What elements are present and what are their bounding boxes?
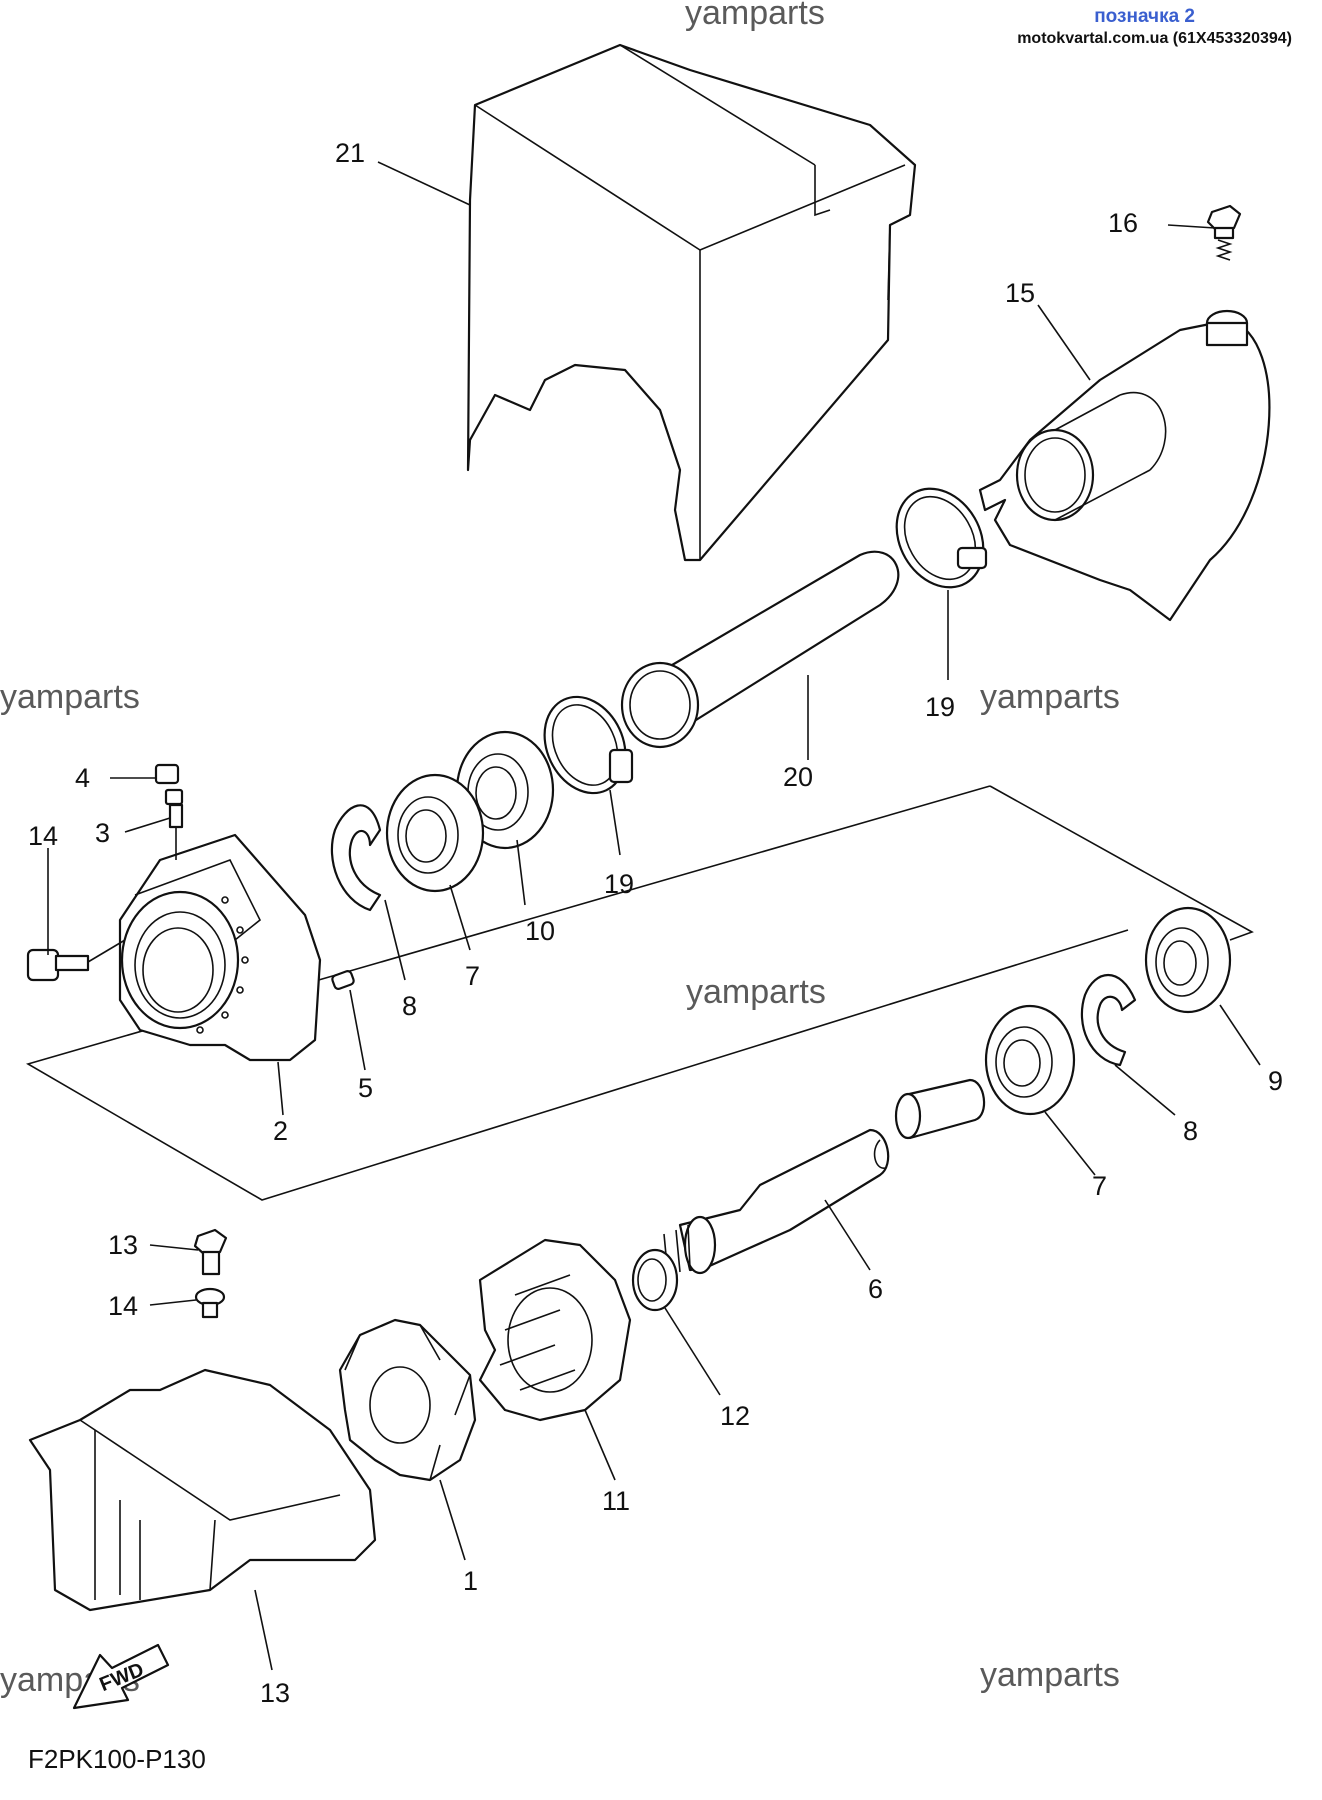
drive-shaft [663,1078,986,1277]
callout-3: 3 [95,818,110,848]
header-label: позначка 2 [1094,6,1195,27]
bearing-lower-outer [1144,906,1232,1014]
watermark: yamparts [980,678,1120,716]
coupling [478,1238,632,1422]
diagram-code: F2PK100-P130 [28,1744,206,1774]
lower-cover [28,1368,377,1612]
callout-20: 20 [783,762,813,792]
callout-21: 21 [335,138,365,168]
watermark: yamparts [685,0,825,32]
callout-15: 13 [260,1678,290,1708]
callout-16: 14 [28,821,58,851]
callout-6: 6 [868,1274,883,1304]
callout-17: 15 [1005,278,1035,308]
callout-19: 19 [604,869,634,899]
assembly-bracket [25,785,1129,1201]
bearing-housing [118,833,322,1062]
cover-washer [194,1287,226,1319]
callout-4: 4 [75,763,90,793]
callout-10: 10 [525,916,555,946]
assembly-bracket [989,785,1254,941]
callout-19: 19 [925,692,955,722]
bearing-upper-inner [385,773,485,893]
callout-5: 5 [358,1073,373,1103]
callout-2: 2 [273,1116,288,1146]
hose-clamp-lower [543,695,634,795]
circlip-lower [1080,973,1137,1067]
header-source: motokvartal.com.ua (61X453320394) [1017,30,1292,47]
callout-1: 1 [463,1566,478,1596]
leader-lines [47,161,1261,1671]
housing-bolt [26,939,126,982]
cover-bolt [193,1228,228,1276]
callout-12: 12 [720,1401,750,1431]
grease-cap [154,763,180,785]
washer [631,1248,679,1312]
nozzle [978,309,1271,622]
callout-7: 7 [465,961,480,991]
grease-nipple [164,788,184,860]
callout-8: 8 [1183,1116,1198,1146]
bolt [1206,204,1242,261]
callout-11: 11 [602,1486,630,1516]
dowel-pin [331,970,355,990]
rubber-damper [338,1318,477,1482]
callout-9: 9 [1268,1066,1283,1096]
watermark: yamparts [980,1656,1120,1694]
forward-arrow-icon: FWD [72,1643,170,1710]
bearing-lower-inner [984,1004,1076,1116]
watermark: yamparts [0,678,140,716]
callout-14: 14 [108,1291,138,1321]
callout-13: 13 [108,1230,138,1260]
top-cover [466,43,917,562]
watermark: yamparts [686,973,826,1011]
callout-18: 16 [1108,208,1138,238]
callout-7: 7 [1092,1171,1107,1201]
hose-clamp-upper [895,487,988,589]
circlip-upper [330,804,382,912]
callout-8: 8 [402,991,417,1021]
hose [620,550,900,749]
